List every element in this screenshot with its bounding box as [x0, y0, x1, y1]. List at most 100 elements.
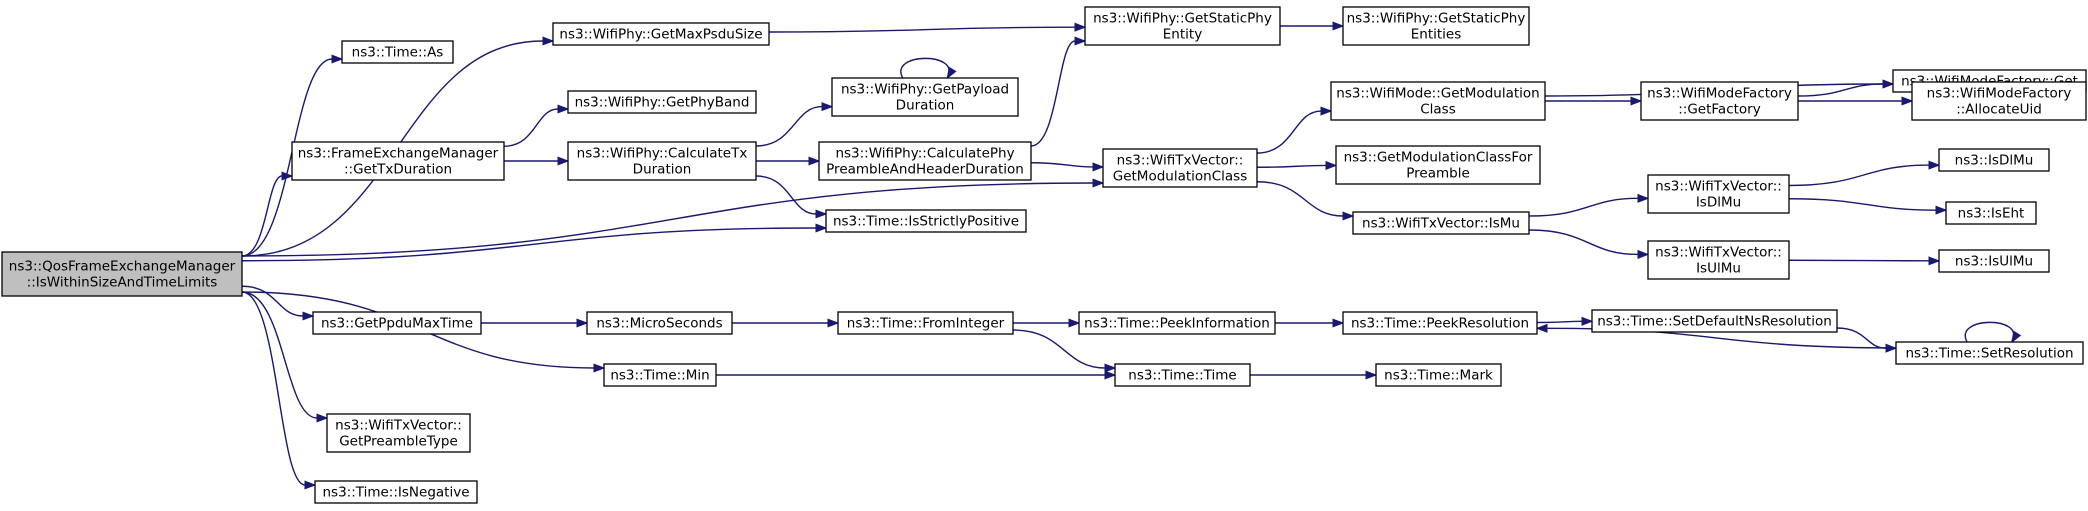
- root-function-node[interactable]: ns3::QosFrameExchangeManager::IsWithinSi…: [1, 251, 243, 297]
- node-box: [1335, 145, 1541, 185]
- node-label: ns3::Time::Mark: [1384, 368, 1493, 384]
- edge-n19-to-n22: [1788, 259, 1930, 262]
- edge-n11-to-n14: [1256, 181, 1344, 217]
- edge-n11-to-n13-arrowhead: [1325, 160, 1338, 170]
- edge-n0-to-n1-arrowhead: [331, 54, 344, 64]
- node-box: [1102, 148, 1258, 188]
- edge-n7-to-n8-arrowhead: [821, 102, 834, 112]
- function-node[interactable]: ns3::Time::As: [341, 40, 454, 64]
- function-node[interactable]: ns3::WifiTxVector::IsUlMu: [1647, 240, 1790, 280]
- function-node[interactable]: ns3::WifiTxVector::IsDlMu: [1647, 174, 1790, 214]
- function-node[interactable]: ns3::FrameExchangeManager::GetTxDuration: [291, 141, 505, 181]
- node-box: [1640, 81, 1799, 121]
- edge-n11-to-n14-arrowhead: [1342, 211, 1355, 221]
- edge-n0-to-n33-arrowhead: [316, 413, 329, 423]
- function-node[interactable]: ns3::IsEht: [1945, 201, 2037, 225]
- node-box: [825, 209, 1027, 233]
- node-label: ns3::IsEht: [1958, 206, 2025, 222]
- function-node[interactable]: ns3::Time::SetDefaultNsResolution: [1591, 309, 1838, 333]
- function-node[interactable]: ns3::Time::FromInteger: [837, 311, 1014, 335]
- node-box: [603, 363, 717, 387]
- node-label: ns3::WifiTxVector::: [1655, 245, 1782, 261]
- node-label: ::IsWithinSizeAndTimeLimits: [27, 275, 218, 291]
- node-label: ns3::WifiPhy::GetPhyBand: [575, 95, 750, 111]
- edge-n27-to-n28: [1536, 320, 1583, 324]
- edge-n15-to-n16-arrowhead: [1882, 79, 1895, 89]
- function-node[interactable]: ns3::Time::IsStrictlyPositive: [825, 209, 1027, 233]
- edge-n25-to-n26-arrowhead: [1068, 318, 1081, 328]
- edge-n3-to-n4-arrowhead: [1332, 21, 1345, 31]
- node-label: ns3::WifiPhy::GetPayload: [841, 82, 1009, 98]
- function-node[interactable]: ns3::WifiModeFactory::AllocateUid: [1911, 81, 2087, 121]
- function-node[interactable]: ns3::Time::PeekResolution: [1342, 311, 1538, 335]
- function-node[interactable]: ns3::Time::SetResolution: [1895, 341, 2084, 365]
- function-node[interactable]: ns3::WifiMode::GetModulationClass: [1330, 81, 1546, 121]
- node-label: ns3::MicroSeconds: [596, 316, 722, 332]
- edge-n0-to-n30-arrowhead: [593, 363, 606, 373]
- node-label: ns3::WifiTxVector::IsMu: [1362, 216, 1520, 232]
- nodes-layer: ns3::QosFrameExchangeManager::IsWithinSi…: [1, 6, 2087, 504]
- function-node[interactable]: ns3::Time::PeekInformation: [1078, 311, 1276, 335]
- edge-n9-to-n3: [1030, 40, 1076, 147]
- function-node[interactable]: ns3::Time::Min: [603, 363, 717, 387]
- function-node[interactable]: ns3::WifiTxVector::GetModulationClass: [1102, 148, 1258, 188]
- edge-n0-to-n34: [241, 291, 306, 486]
- node-label: ns3::WifiPhy::GetStaticPhy: [1093, 11, 1272, 27]
- node-label: ns3::Time::IsNegative: [322, 485, 469, 501]
- edges-layer: [241, 21, 2022, 490]
- node-label: ns3::Time::SetResolution: [1905, 346, 2073, 362]
- node-label: IsUlMu: [1696, 261, 1741, 277]
- function-node[interactable]: ns3::Time::Mark: [1375, 363, 1502, 387]
- node-label: ns3::WifiTxVector::: [1117, 153, 1244, 169]
- node-label: ns3::WifiModeFactory: [1927, 86, 2072, 102]
- function-node[interactable]: ns3::MicroSeconds: [586, 311, 733, 335]
- function-node[interactable]: ns3::WifiTxVector::GetPreambleType: [326, 413, 471, 453]
- function-node[interactable]: ns3::WifiPhy::CalculatePhyPreambleAndHea…: [818, 141, 1032, 181]
- node-label: ns3::Time::PeekInformation: [1084, 316, 1270, 332]
- node-label: Preamble: [1406, 166, 1470, 182]
- node-label: ns3::WifiPhy::GetMaxPsduSize: [559, 27, 762, 43]
- node-label: Duration: [633, 162, 692, 178]
- function-node[interactable]: ns3::IsDlMu: [1938, 148, 2050, 172]
- node-box: [567, 141, 757, 181]
- node-label: Class: [1420, 102, 1456, 118]
- function-node[interactable]: ns3::GetPpduMaxTime: [312, 311, 482, 335]
- edge-n7-to-n10-arrowhead: [815, 209, 828, 219]
- edge-n2-to-n3-arrowhead: [1074, 22, 1087, 32]
- edge-n6-to-n5: [503, 108, 559, 147]
- node-label: ns3::Time::As: [352, 45, 444, 61]
- node-box: [1084, 6, 1281, 46]
- node-box: [1352, 211, 1530, 235]
- edge-n19-to-n22-arrowhead: [1928, 256, 1941, 266]
- node-box: [1342, 6, 1530, 46]
- function-node[interactable]: ns3::Time::IsNegative: [314, 480, 478, 504]
- node-box: [586, 311, 733, 335]
- function-node[interactable]: ns3::WifiPhy::GetMaxPsduSize: [552, 22, 770, 46]
- node-box: [1375, 363, 1502, 387]
- node-label: ns3::Time::Time: [1128, 368, 1236, 384]
- edge-n15-to-n17-arrowhead: [1901, 96, 1914, 106]
- node-box: [314, 480, 478, 504]
- function-node[interactable]: ns3::Time::Time: [1114, 363, 1251, 387]
- function-node[interactable]: ns3::IsUlMu: [1938, 249, 2050, 273]
- edge-n29-to-n29-arrowhead: [2011, 330, 2022, 344]
- node-box: [837, 311, 1014, 335]
- node-box: [1114, 363, 1251, 387]
- edge-n0-to-n23: [241, 285, 304, 317]
- edge-n7-to-n8: [755, 105, 823, 147]
- node-label: GetPreambleType: [339, 434, 458, 450]
- edge-n29-to-n27-arrowhead: [1535, 323, 1548, 333]
- function-node[interactable]: ns3::WifiModeFactory::GetFactory: [1640, 81, 1799, 121]
- function-node[interactable]: ns3::WifiTxVector::IsMu: [1352, 211, 1530, 235]
- edge-n23-to-n24-arrowhead: [576, 318, 589, 328]
- edge-n9-to-n11: [1030, 162, 1094, 168]
- node-label: ::AllocateUid: [1956, 102, 2042, 118]
- function-node[interactable]: ns3::WifiPhy::GetPhyBand: [567, 90, 757, 114]
- node-label: ::GetFactory: [1678, 102, 1760, 118]
- node-box: [1, 251, 243, 297]
